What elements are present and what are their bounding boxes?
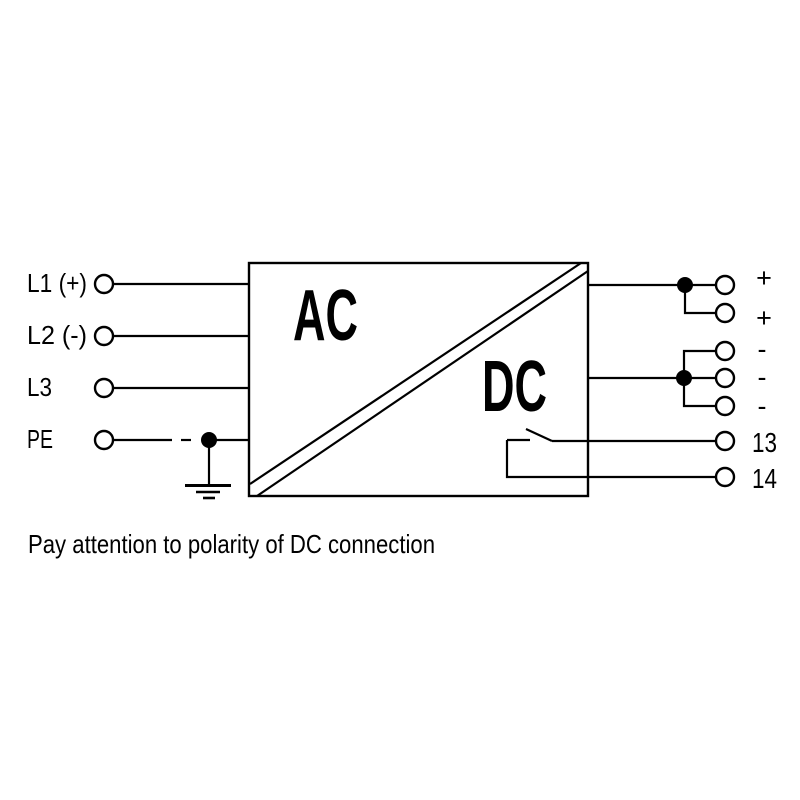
- pe-junction-dot: [201, 432, 217, 448]
- output-terminal-circles: [714, 274, 736, 488]
- output-wires: [588, 283, 716, 479]
- converter-diagonal-upper: [249, 262, 582, 485]
- terminal-label-minus-1: -: [758, 334, 767, 364]
- contact-blade: [525, 428, 553, 442]
- terminal-circle-minus-1: [714, 340, 736, 362]
- terminal-circle-l2: [93, 325, 115, 347]
- terminal-label-plus-1: +: [756, 263, 772, 293]
- terminal-label-14: 14: [752, 463, 777, 494]
- earth-ground-icon: [185, 484, 231, 500]
- contact-to-14: [505, 440, 588, 479]
- terminal-circle-minus-3: [714, 395, 736, 417]
- relay-contact-symbol: [505, 428, 588, 479]
- ac-side-label: AC: [293, 276, 358, 356]
- terminal-label-l3: L3: [27, 372, 52, 402]
- plus-junction-dot: [677, 277, 693, 293]
- terminal-label-l1: L1 (+): [27, 268, 87, 298]
- converter-diagonal-lower: [256, 270, 589, 497]
- terminal-circle-l1: [93, 273, 115, 295]
- wire-plus-branch: [683, 285, 716, 315]
- terminal-circle-plus-1: [714, 274, 736, 296]
- terminal-label-13: 13: [752, 427, 777, 458]
- terminal-circle-14: [714, 466, 736, 488]
- terminal-label-plus-2: +: [756, 303, 772, 333]
- terminal-circle-plus-2: [714, 302, 736, 324]
- terminal-label-l2: L2 (-): [27, 320, 87, 350]
- converter-box-outline: [247, 261, 590, 498]
- dc-side-label: DC: [482, 347, 547, 427]
- minus-junction-dot: [676, 370, 692, 386]
- input-terminal-circles: [93, 273, 115, 451]
- terminal-label-pe: PE: [27, 424, 53, 454]
- terminal-label-minus-2: -: [758, 362, 767, 392]
- terminal-circle-minus-2: [714, 367, 736, 389]
- terminal-circle-pe: [93, 429, 115, 451]
- polarity-caption: Pay attention to polarity of DC connecti…: [28, 529, 435, 559]
- terminal-circle-13: [714, 430, 736, 452]
- input-wires: [113, 282, 249, 484]
- terminal-circle-l3: [93, 377, 115, 399]
- terminal-label-minus-3: -: [758, 391, 767, 421]
- converter-box: [247, 261, 590, 498]
